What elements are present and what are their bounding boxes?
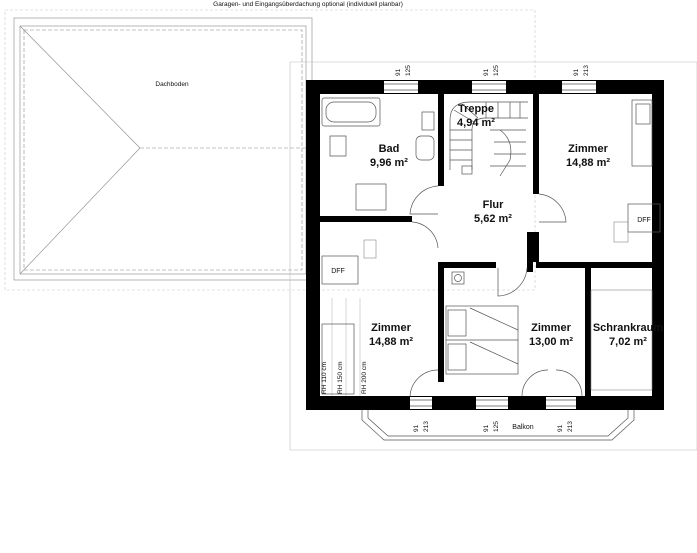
schrankraum-shelves [590, 289, 653, 391]
interior-walls [320, 94, 652, 396]
room-name-zimmer-nordost: Zimmer [568, 143, 608, 155]
room-area-flur: 5,62 m² [474, 213, 512, 225]
window-5-height: 125 [493, 421, 500, 432]
window-3-width: 91 [573, 68, 580, 76]
attic-label: Dachboden [155, 81, 189, 88]
window-1-width: 91 [395, 68, 402, 76]
caption-text: Garagen- und Eingangsüberdachung optiona… [213, 1, 403, 8]
window-4-width: 91 [413, 424, 420, 432]
attic-roof [13, 17, 313, 281]
room-name-bad: Bad [379, 143, 400, 155]
staircase [449, 101, 528, 177]
room-area-treppe: 4,94 m² [457, 117, 495, 129]
desk-left [363, 239, 377, 259]
window-sills [384, 83, 596, 407]
double-bed [445, 305, 519, 375]
dff-label-left: DFF [331, 268, 345, 275]
rh-label-2: RH 150 cm [337, 361, 344, 394]
wardrobe-left [321, 323, 355, 395]
dff-window-left: DFF [321, 255, 359, 285]
dff-window-right: DFF [627, 203, 661, 233]
window-5-width: 91 [483, 424, 490, 432]
window-4-height: 213 [423, 421, 430, 432]
desk-top-right [613, 221, 629, 243]
room-name-zimmer-west: Zimmer [371, 322, 411, 334]
bed-top-right [631, 99, 653, 167]
room-name-schrankraum: Schrankraum [593, 322, 664, 334]
roof-height-lines [331, 298, 361, 396]
bathroom-fixtures [321, 97, 435, 211]
window-6-height: 213 [567, 421, 574, 432]
window-1-height: 125 [405, 65, 412, 76]
room-area-schrankraum: 7,02 m² [609, 336, 647, 348]
door-swings [409, 185, 583, 397]
rh-label-1: RH 110 cm [321, 362, 328, 394]
window-3-height: 213 [583, 65, 590, 76]
room-name-flur: Flur [483, 199, 504, 211]
dff-label-right: DFF [637, 217, 651, 224]
room-area-bad: 9,96 m² [370, 157, 408, 169]
room-area-zimmer-west: 14,88 m² [369, 336, 413, 348]
room-area-zimmer-nordost: 14,88 m² [566, 157, 610, 169]
room-name-zimmer-sued: Zimmer [531, 322, 571, 334]
window-2-width: 91 [483, 68, 490, 76]
room-area-zimmer-sued: 13,00 m² [529, 336, 573, 348]
rh-label-3: RH 200 cm [361, 361, 368, 394]
window-6-width: 91 [557, 424, 564, 432]
balcony-label: Balkon [512, 424, 534, 431]
stove [451, 271, 465, 285]
balcony-outline [361, 410, 635, 441]
room-name-treppe: Treppe [458, 103, 494, 115]
roof-overhang-outline [289, 61, 697, 451]
window-2-height: 125 [493, 65, 500, 76]
